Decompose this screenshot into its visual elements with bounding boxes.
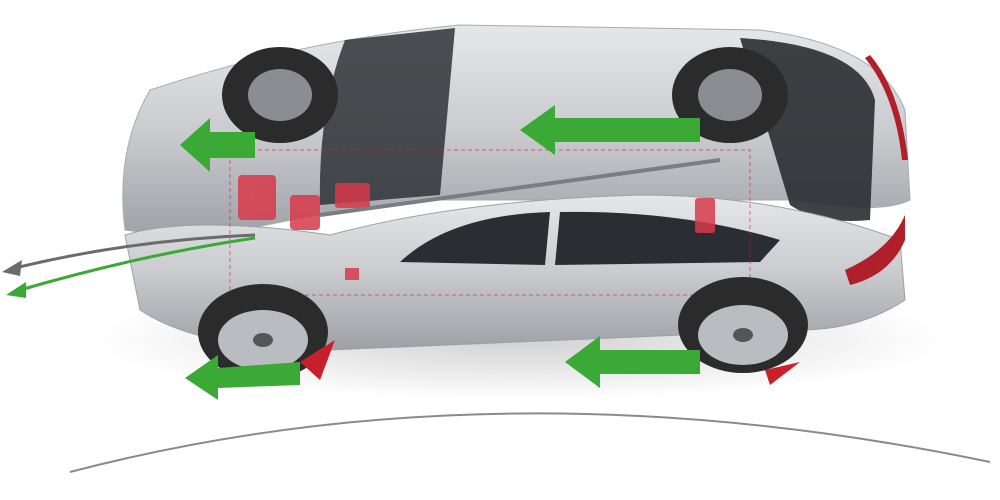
torque-arrows — [180, 105, 700, 400]
trajectory-gray-head — [2, 260, 22, 276]
wheel-rear-top — [672, 47, 788, 143]
wheel-front-side — [198, 284, 328, 380]
tail-light-top — [865, 55, 908, 160]
windshield — [319, 28, 455, 205]
road-curve — [69, 412, 991, 473]
drivetrain — [238, 175, 715, 280]
trajectory-green — [19, 236, 256, 292]
brake-arrow-rear — [765, 362, 800, 385]
arrow-rear-wheel — [565, 336, 700, 388]
battery-outline — [229, 149, 751, 296]
brake-arrow-front — [300, 340, 335, 380]
side-window-rear — [555, 211, 780, 265]
tail-light — [845, 215, 905, 285]
arrow-rear-axle — [520, 105, 700, 155]
arrow-front-wheel — [185, 355, 300, 400]
wheel-front-top — [222, 47, 338, 143]
arrow-front-axle — [180, 118, 255, 172]
side-window-front — [400, 212, 550, 265]
drive-shaft — [319, 158, 721, 217]
trajectory-gray — [14, 233, 256, 270]
trajectory-green-head — [6, 282, 26, 298]
wheel-rear-side — [678, 277, 808, 373]
